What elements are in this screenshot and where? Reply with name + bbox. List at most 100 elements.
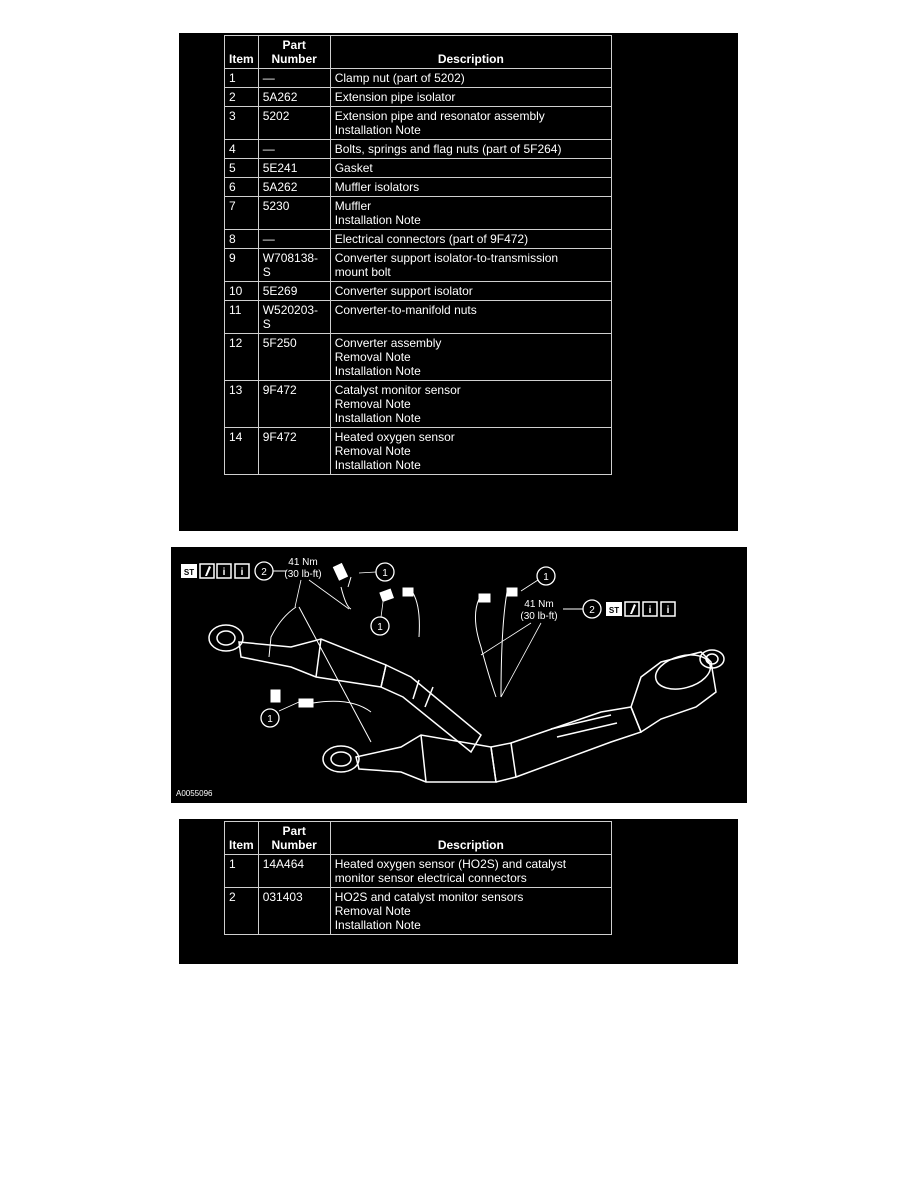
torque-wrench-icon-glyph [205,566,211,576]
part-number-cell: 5230 [257,196,331,230]
flange-left-lower [322,745,360,773]
description-line: Removal Note [334,904,411,918]
table-header-row: Item Part Number Description [224,821,613,855]
connector-right-2 [506,587,518,597]
description-line: Gasket [334,161,373,175]
svg-text:1: 1 [543,572,549,583]
converter-upper-left [238,638,387,688]
connector-mid [379,588,394,603]
description-line: Electrical connectors (part of 9F472) [334,232,529,246]
item-cell: 1 [224,68,259,88]
description-cell: Converter support isolator [329,281,613,301]
y-joint [490,742,517,783]
exhaust-diagram-panel: ST i i 2 41 Nm (30 lb-ft) 41 Nm (30 lb-f… [171,547,747,803]
item-cell: 14 [224,427,259,475]
item-cell: 12 [224,333,259,381]
part-number-cell: W520203-S [257,300,331,334]
info-icon-right-2 [660,601,676,617]
special-tool-icon-right [606,602,622,616]
special-tool-icon-right-label: ST [609,606,619,615]
description-line: Muffler [334,199,372,213]
wire-far-left [268,606,297,658]
description-line: Installation Note [334,918,421,932]
description-cell: Extension pipe isolator [329,87,613,107]
item-cell: 2 [224,887,259,935]
sensor-wires [268,576,508,743]
callout-1-left: 1 [260,701,300,728]
wire-diagonal [298,606,372,743]
special-tool-icon [181,564,197,578]
description-line: HO2S and catalyst monitor sensors [334,890,524,904]
description-cell: Converter support isolator-to-transmissi… [329,248,613,282]
torque-right-lbft: (30 lb-ft) [520,611,557,622]
connector-top [332,562,349,581]
item-cell: 2 [224,87,259,107]
callout-1-top: 1 [358,562,395,582]
special-tool-icon-group-left: ST i i [181,563,250,579]
description-line: Installation Note [334,458,421,472]
part-number-cell: 14A464 [257,854,331,888]
part-number-cell: 9F472 [257,427,331,475]
description-line: Bolts, springs and flag nuts (part of 5F… [334,142,562,156]
callout-1-right: 1 [520,566,556,592]
description-cell: Muffler isolators [329,177,613,197]
part-number-cell: 5A262 [257,177,331,197]
description-line: Converter-to-manifold nuts [334,303,477,317]
description-line: Heated oxygen sensor (HO2S) and catalyst [334,857,567,871]
info-icon-right-label: i [649,605,652,616]
info-icon [216,563,232,579]
torque-left-nm: 41 Nm [288,557,317,568]
part-number-cell: 9F472 [257,380,331,428]
svg-text:1: 1 [382,568,388,579]
info-icon-2 [234,563,250,579]
description-line: Clamp nut (part of 5202) [334,71,465,85]
item-cell: 1 [224,854,259,888]
svg-text:1: 1 [267,714,273,725]
part-number-cell: 5E241 [257,158,331,178]
description-cell: Clamp nut (part of 5202) [329,68,613,88]
connector-right-1 [478,593,491,603]
description-line: Muffler isolators [334,180,420,194]
item-cell: 6 [224,177,259,197]
exhaust-pipes [208,624,725,783]
description-line: Installation Note [334,411,421,425]
part-number-cell: — [257,229,331,249]
description-line: mount bolt [334,265,391,279]
description-line: Installation Note [334,364,421,378]
torque-right-nm: 41 Nm [524,599,553,610]
description-line: Removal Note [334,350,411,364]
wire-top [340,586,352,610]
figure-id: A0055096 [176,789,213,798]
part-number-cell: — [257,68,331,88]
converter-right [630,651,717,734]
description-line: Converter support isolator-to-transmissi… [334,251,559,265]
table-row: 1—Clamp nut (part of 5202) [224,68,613,88]
part-number-cell: 031403 [257,887,331,935]
header-item: Item [224,35,259,69]
description-line: Catalyst monitor sensor [334,383,461,397]
description-line: monitor sensor electrical connectors [334,871,527,885]
exhaust-system-diagram: ST i i 2 41 Nm (30 lb-ft) 41 Nm (30 lb-f… [176,557,725,798]
svg-text:1: 1 [377,622,383,633]
parts-table-top: Item Part Number Description 1—Clamp nut… [224,35,613,475]
connector-mid-2 [402,587,414,597]
part-number-cell: 5A262 [257,87,331,107]
description-line: Installation Note [334,213,421,227]
item-cell: 13 [224,380,259,428]
flange-left-upper [208,624,244,652]
header-description: Description [329,35,613,69]
special-tool-icon-group-right: ST i i [606,601,676,617]
item-cell: 7 [224,196,259,230]
